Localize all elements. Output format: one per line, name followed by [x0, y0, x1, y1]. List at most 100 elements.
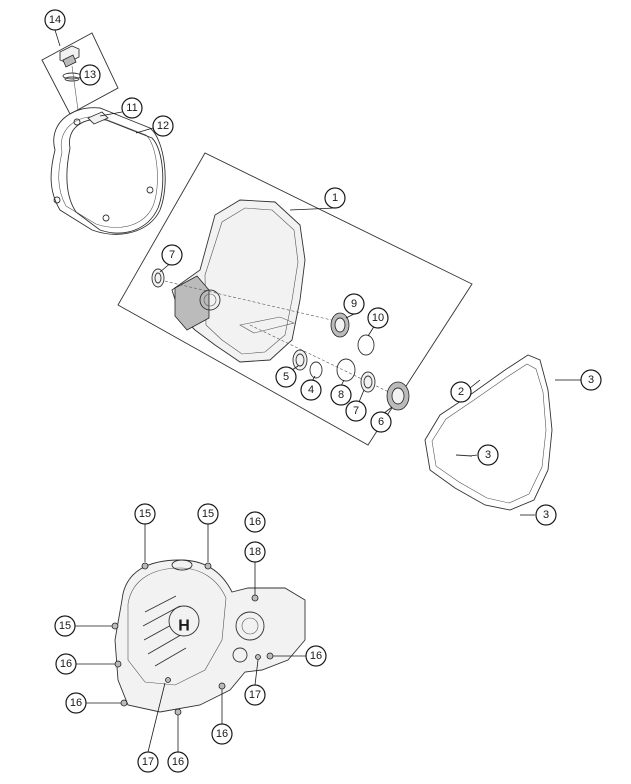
callout-16d: 16 [305, 645, 327, 667]
callout-15c: 15 [54, 615, 76, 637]
shaft-axis-line [159, 279, 341, 323]
callout-1: 1 [324, 187, 346, 209]
callout-13: 13 [79, 64, 101, 86]
filler-plug-group [41, 32, 119, 115]
pump-bore [199, 289, 221, 311]
clutch-cover-body [171, 199, 306, 363]
cover-screw-hole [53, 196, 61, 204]
assembled-clutch-cover: H [111, 559, 306, 716]
svg-text:12: 12 [157, 120, 169, 132]
callout-16e: 16 [211, 723, 233, 745]
callout-17b: 17 [137, 751, 159, 773]
cover-screw-hole [73, 118, 81, 126]
plug-axis-line [71, 65, 79, 111]
bolt-17 [165, 677, 171, 683]
svg-text:16: 16 [310, 650, 322, 662]
shaft-axis-line-2 [249, 324, 396, 396]
bolt-15 [111, 622, 119, 630]
shaft-seal-7b [360, 371, 376, 393]
callouts: 14 13 11 12 1 7 9 10 5 4 8 7 6 2 3 3 3 1… [44, 9, 602, 773]
callout-9: 9 [343, 293, 365, 315]
callout-7: 7 [161, 244, 183, 266]
callout-14: 14 [44, 9, 66, 31]
circlip-10 [357, 334, 375, 356]
svg-text:18: 18 [249, 546, 261, 558]
o-ring-13-inner [64, 76, 80, 82]
svg-text:5: 5 [283, 371, 289, 383]
water-pump-cover-inner [241, 617, 259, 635]
gasket-2 [424, 354, 553, 511]
svg-text:8: 8 [338, 389, 344, 401]
clutch-cover-assembly-group [117, 152, 473, 446]
husqvarna-crown-emblem [168, 605, 200, 637]
callout-2: 2 [450, 381, 472, 403]
svg-text:3: 3 [543, 509, 549, 521]
callout-16f: 16 [167, 751, 189, 773]
callout-16c: 16 [65, 692, 87, 714]
svg-text:11: 11 [126, 102, 137, 114]
cover-rib [239, 316, 295, 334]
bolt-16 [120, 699, 128, 707]
shaft-seal-5-inner [295, 353, 305, 367]
svg-text:10: 10 [372, 312, 384, 324]
svg-text:14: 14 [49, 14, 61, 26]
callout-3c: 3 [535, 504, 557, 526]
hose-port [232, 647, 248, 663]
bolt-15 [204, 562, 212, 570]
filler-plug-body [62, 54, 77, 68]
bolt-15 [141, 562, 149, 570]
filler-plug-installed [171, 559, 193, 571]
callout-15b: 15 [197, 503, 219, 525]
bolt-16 [114, 660, 122, 668]
callout-6: 6 [370, 411, 392, 433]
clutch-cover-rim [204, 207, 299, 355]
svg-text:1: 1 [332, 192, 338, 204]
shaft-seal-5 [292, 349, 308, 371]
callout-16: 16 [244, 511, 266, 533]
circlip-8 [336, 358, 356, 382]
svg-text:16: 16 [172, 756, 184, 768]
callout-8: 8 [330, 384, 352, 406]
callout-12: 12 [152, 115, 174, 137]
emblem-letter: H [178, 618, 190, 635]
svg-text:15: 15 [202, 508, 214, 520]
svg-text:2: 2 [458, 386, 464, 398]
bolt-17 [255, 654, 261, 660]
svg-text:16: 16 [70, 697, 82, 709]
pump-bore-inner [203, 293, 217, 307]
svg-text:3: 3 [485, 449, 491, 461]
outer-clutch-cover-group [50, 107, 166, 235]
svg-text:15: 15 [139, 508, 151, 520]
shaft-seal-7-inner [154, 272, 162, 284]
shaft-seal-7b-inner [363, 375, 373, 389]
bearing-9-inner [334, 317, 346, 333]
svg-text:16: 16 [216, 728, 228, 740]
svg-text:7: 7 [169, 249, 175, 261]
callout-7b: 7 [345, 400, 367, 422]
callout-17: 17 [244, 684, 266, 706]
callout-16b: 16 [55, 653, 77, 675]
gasket-2-inner [431, 363, 547, 504]
svg-text:4: 4 [308, 384, 314, 396]
callout-15: 15 [134, 503, 156, 525]
callout-4: 4 [300, 379, 322, 401]
svg-text:13: 13 [84, 69, 96, 81]
bolt-16 [174, 708, 182, 716]
bolt-16 [218, 682, 226, 690]
cover-screw-hole [102, 214, 110, 222]
svg-text:7: 7 [353, 405, 359, 417]
outer-clutch-cover-inner [58, 116, 158, 228]
svg-text:16: 16 [60, 658, 72, 670]
clutch-cover-dome [127, 567, 227, 686]
callout-3: 3 [580, 369, 602, 391]
bolt-16 [266, 652, 274, 660]
cover-boss [87, 111, 109, 125]
bearing-6-inner [391, 387, 405, 405]
shaft-seal-7 [151, 268, 165, 288]
callout-5: 5 [275, 366, 297, 388]
clutch-cover-assembly-box [117, 152, 473, 446]
svg-text:6: 6 [378, 416, 384, 428]
svg-text:15: 15 [59, 620, 71, 632]
